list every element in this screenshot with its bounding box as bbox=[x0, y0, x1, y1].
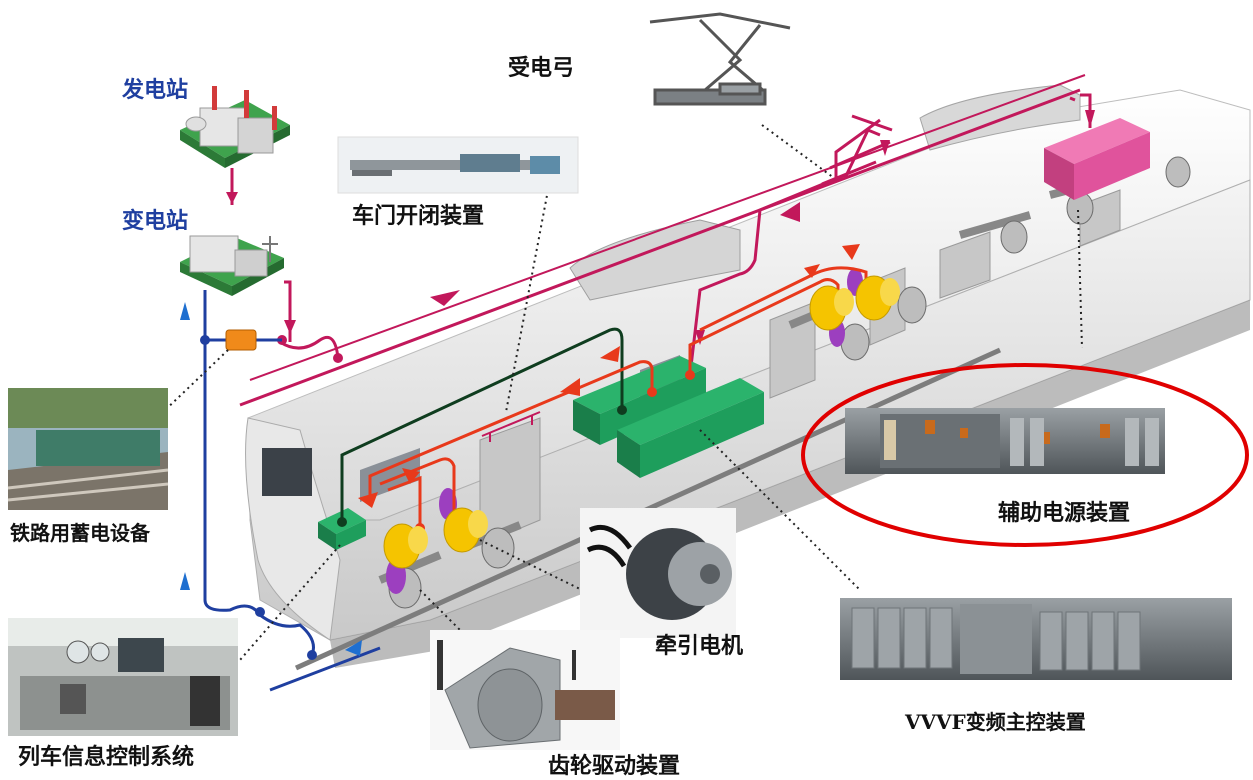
aux-power-label: 辅助电源装置 bbox=[998, 500, 1131, 526]
battery-equipment-label: 铁路用蓄电设备 bbox=[10, 521, 150, 545]
pantograph-photo bbox=[649, 12, 791, 106]
door-device-label: 车门开闭装置 bbox=[352, 203, 485, 229]
traction-motor-label: 牵引电机 bbox=[655, 633, 744, 659]
blue-arrows bbox=[180, 302, 362, 656]
motor-circuit-arrows bbox=[358, 244, 860, 508]
leader-lines bbox=[159, 124, 1083, 661]
vvvf-controller-photo bbox=[840, 598, 1232, 680]
aux-power-photo bbox=[845, 408, 1165, 474]
vvvf-controller-label: VVVF变频主控装置 bbox=[905, 710, 1086, 734]
substation-icon bbox=[180, 235, 284, 296]
power-station-icon bbox=[180, 86, 290, 168]
gear-drive-label: 齿轮驱动装置 bbox=[548, 753, 681, 779]
traction-motor-photo bbox=[580, 508, 736, 638]
aux-power-box bbox=[1044, 118, 1150, 200]
battery-equipment-photo bbox=[7, 388, 169, 510]
substation-label: 变电站 bbox=[122, 208, 189, 234]
vvvf-controller-boxes bbox=[573, 356, 764, 478]
train-info-system-label: 列车信息控制系统 bbox=[18, 744, 195, 770]
pantograph-roof bbox=[821, 114, 893, 186]
gear-drive-photo bbox=[430, 630, 620, 750]
highlight-ellipse bbox=[801, 363, 1249, 547]
traction-motors bbox=[383, 275, 900, 569]
control-circuit bbox=[340, 327, 624, 518]
arrow-down-icon bbox=[226, 192, 238, 204]
cab-control-photo bbox=[8, 618, 238, 736]
motor-circuit bbox=[368, 266, 868, 528]
door-device-photo bbox=[337, 136, 579, 194]
battery-box-icon bbox=[225, 329, 257, 351]
overhead-power-line bbox=[239, 74, 1092, 407]
pantograph-label: 受电弓 bbox=[508, 55, 575, 81]
power-station-label: 发电站 bbox=[122, 77, 189, 103]
